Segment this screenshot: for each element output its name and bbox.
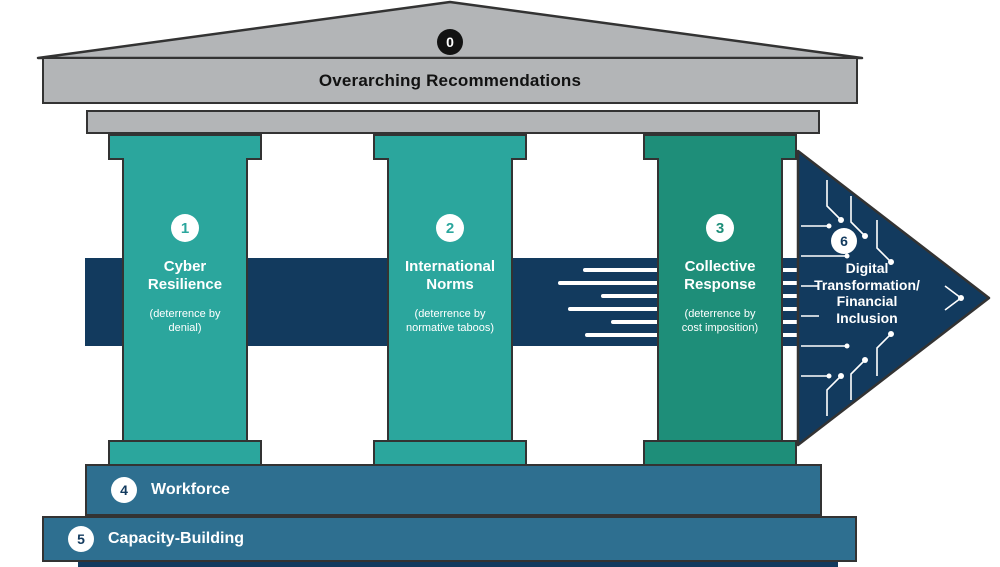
pillar3-subtitle: (deterrence by cost imposition): [681, 308, 759, 334]
arrow-number: 6: [840, 233, 848, 249]
pillar2-shaft: [387, 158, 513, 440]
pillar2-title: International Norms: [404, 258, 495, 293]
pillar1-capital: [108, 134, 262, 160]
digital-transformation-arrow: [796, 149, 991, 447]
arrow-number-badge: 6: [831, 228, 857, 254]
step5-label: Capacity-Building: [108, 530, 245, 547]
arrow-label: Digital Transformation/ Financial Inclus…: [814, 260, 920, 326]
bottom-step-strip: [78, 560, 838, 567]
pillar2-base: [373, 440, 527, 466]
pillar3-number: 3: [715, 219, 725, 237]
pillar1-title: Cyber Resilience: [147, 258, 223, 293]
pediment-number-badge: 0: [437, 29, 463, 55]
pillar3-shaft: [657, 158, 783, 440]
pillar2-capital: [373, 134, 527, 160]
architrave-band: [86, 110, 820, 134]
pillar1-number-badge: 1: [171, 214, 199, 242]
pillar1-base: [108, 440, 262, 466]
pillar3-base: [643, 440, 797, 466]
step4-number: 4: [120, 482, 128, 498]
pillar1-shaft: [122, 158, 248, 440]
step-capacity-building: 5 Capacity-Building: [42, 516, 857, 562]
pillar3-title: Collective Response: [684, 258, 756, 293]
circuit-pattern-icon: [801, 180, 963, 416]
pillar1-number: 1: [180, 219, 190, 237]
pillar2-subtitle: (deterrence by normative taboos): [405, 308, 495, 334]
pillar2-number-badge: 2: [436, 214, 464, 242]
pediment-title: Overarching Recommendations: [318, 70, 582, 90]
step5-number: 5: [77, 531, 85, 547]
pillar1-subtitle: (deterrence by denial): [149, 308, 221, 334]
pillar3-number-badge: 3: [706, 214, 734, 242]
step4-number-badge: 4: [111, 477, 137, 503]
step-workforce: 4 Workforce: [85, 464, 822, 516]
pediment-number: 0: [446, 34, 454, 50]
step4-label: Workforce: [151, 481, 230, 498]
pillar2-number: 2: [445, 219, 455, 237]
pillar3-capital: [643, 134, 797, 160]
pediment-band: Overarching Recommendations: [42, 57, 858, 104]
step5-number-badge: 5: [68, 526, 94, 552]
